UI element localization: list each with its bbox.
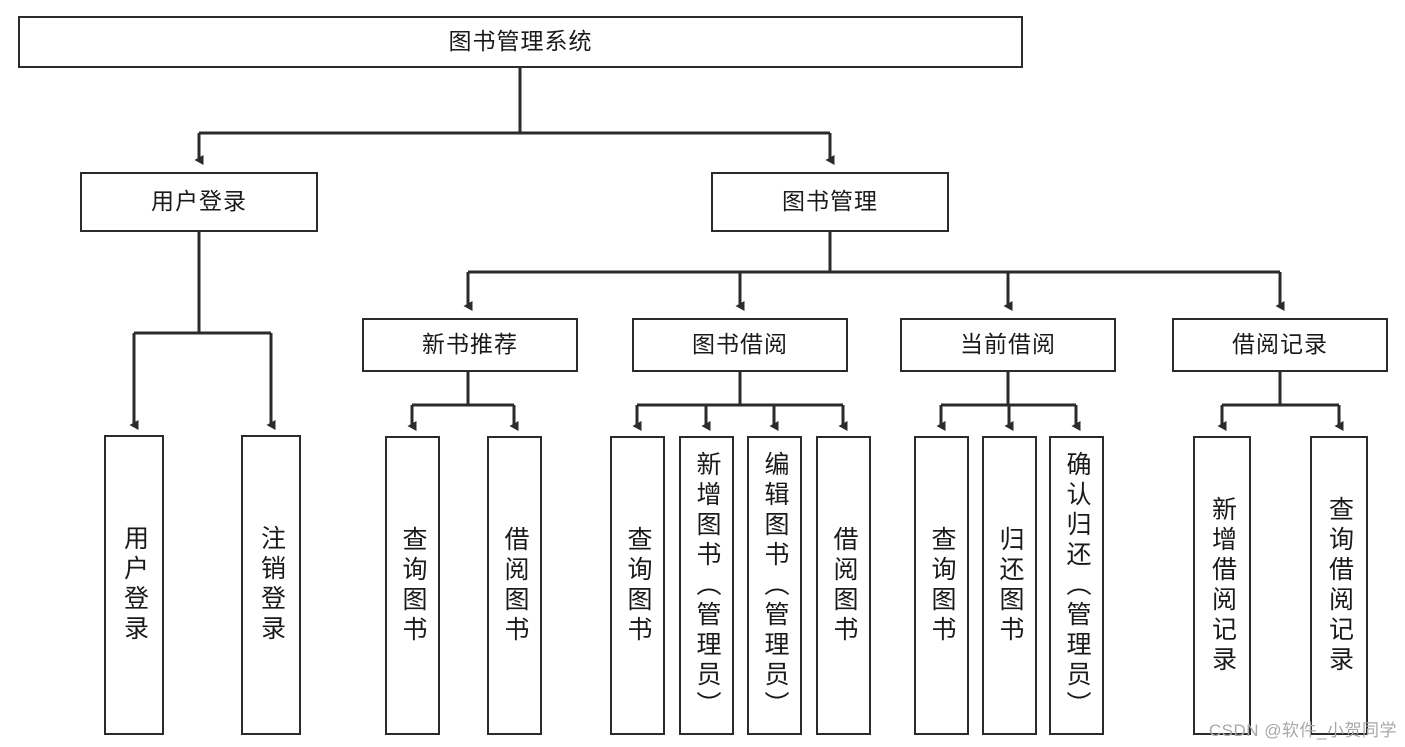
node-label: 借阅图书	[830, 525, 858, 646]
node-label: 查询图书	[624, 525, 652, 646]
node-label: 新增借阅记录	[1208, 495, 1237, 676]
node-root-book-management-system[interactable]: 图书管理系统	[18, 16, 1023, 68]
node-borrow-record[interactable]: 借阅记录	[1172, 318, 1388, 372]
node-label: 图书管理	[782, 188, 878, 215]
node-label: 编辑图书（管理员）	[761, 450, 789, 721]
node-label: 查询图书	[399, 525, 427, 646]
node-label: 查询图书	[928, 525, 956, 646]
node-leaf-logout[interactable]: 注销登录	[241, 435, 301, 735]
node-leaf-add-record[interactable]: 新增借阅记录	[1193, 436, 1251, 735]
node-leaf-query-book-2[interactable]: 查询图书	[610, 436, 665, 735]
node-book-management[interactable]: 图书管理	[711, 172, 949, 232]
node-leaf-borrow-book-1[interactable]: 借阅图书	[487, 436, 542, 735]
node-leaf-query-book-1[interactable]: 查询图书	[385, 436, 440, 735]
node-label: 用户登录	[120, 525, 149, 645]
node-label: 借阅记录	[1232, 331, 1328, 358]
node-leaf-edit-book[interactable]: 编辑图书（管理员）	[747, 436, 802, 735]
node-book-borrow[interactable]: 图书借阅	[632, 318, 848, 372]
node-leaf-add-book[interactable]: 新增图书（管理员）	[679, 436, 734, 735]
node-label: 新书推荐	[422, 331, 518, 358]
node-label: 当前借阅	[960, 331, 1056, 358]
node-leaf-query-record[interactable]: 查询借阅记录	[1310, 436, 1368, 735]
node-leaf-confirm-return[interactable]: 确认归还（管理员）	[1049, 436, 1104, 735]
node-label: 归还图书	[996, 525, 1024, 646]
watermark-text: CSDN @软件_小贺同学	[1208, 721, 1397, 740]
node-label: 新增图书（管理员）	[693, 450, 721, 721]
node-current-borrow[interactable]: 当前借阅	[900, 318, 1116, 372]
node-new-book-recommend[interactable]: 新书推荐	[362, 318, 578, 372]
node-label: 用户登录	[151, 188, 247, 215]
node-label: 查询借阅记录	[1325, 495, 1354, 676]
node-leaf-return-book[interactable]: 归还图书	[982, 436, 1037, 735]
node-leaf-user-login[interactable]: 用户登录	[104, 435, 164, 735]
node-leaf-query-book-3[interactable]: 查询图书	[914, 436, 969, 735]
node-label: 借阅图书	[501, 525, 529, 646]
node-user-login[interactable]: 用户登录	[80, 172, 318, 232]
node-label: 确认归还（管理员）	[1063, 450, 1091, 721]
node-label: 注销登录	[257, 525, 286, 645]
node-label: 图书管理系统	[448, 28, 593, 55]
node-label: 图书借阅	[692, 331, 788, 358]
node-leaf-borrow-book-2[interactable]: 借阅图书	[816, 436, 871, 735]
